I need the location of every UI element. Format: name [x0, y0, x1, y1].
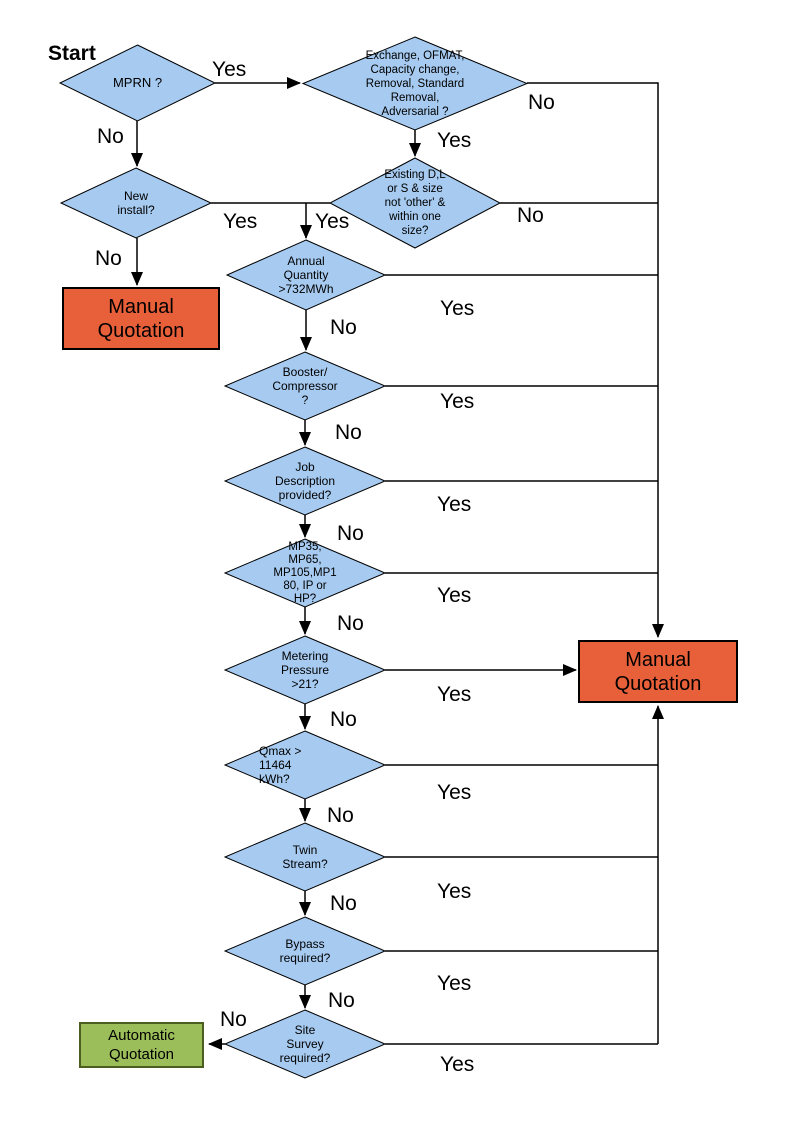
- decision-annual-quantity: [225, 239, 387, 311]
- edge-label-metering-no: No: [330, 708, 357, 731]
- decision-qmax-label: Qmax > 11464 kWh?: [259, 744, 302, 786]
- decision-twin-stream: [223, 822, 387, 892]
- decision-exchange: [301, 36, 529, 131]
- terminal-manual-quotation-left: Manual Quotation: [62, 287, 220, 350]
- decision-bypass-label: Bypass required?: [279, 937, 331, 965]
- decision-existing: [328, 157, 502, 249]
- decision-qmax: [223, 730, 387, 800]
- edge-label-twin-yes: Yes: [437, 880, 472, 903]
- decision-mprn-label: MPRN ?: [112, 75, 163, 90]
- edge-label-mp-no: No: [337, 612, 364, 635]
- edge-label-mprn-yes: Yes: [212, 58, 247, 81]
- edge-label-booster-no: No: [335, 421, 362, 444]
- decision-bypass: [223, 916, 387, 986]
- decision-job-description: [223, 446, 387, 516]
- edge-label-existing-no: No: [517, 204, 544, 227]
- edge-label-mp-yes: Yes: [437, 584, 472, 607]
- edge-label-newinstall-yes: Yes: [223, 210, 258, 233]
- edge-label-job-no: No: [337, 522, 364, 545]
- decision-mprn: [58, 44, 217, 122]
- edge-exchange-no: [527, 82, 664, 638]
- edge-label-metering-yes: Yes: [437, 683, 472, 706]
- decision-site-survey: [223, 1009, 387, 1079]
- edge-label-mprn-no: No: [97, 125, 124, 148]
- edge-label-bypass-no: No: [328, 989, 355, 1012]
- decision-job-description-label: Job Description provided?: [274, 460, 336, 502]
- decision-new-install: [59, 167, 213, 239]
- decision-mp-pressure-tier-label: MP35, MP65, MP105,MP1 80, IP or HP?: [273, 540, 337, 605]
- decision-site-survey-label: Site Survey required?: [279, 1023, 331, 1065]
- edge-label-newinstall-no: No: [95, 247, 122, 270]
- decision-annual-quantity-label: Annual Quantity >732MWh: [278, 254, 334, 296]
- edge-label-qmax-yes: Yes: [437, 781, 472, 804]
- decision-booster-compressor-label: Booster/ Compressor ?: [272, 365, 338, 407]
- edge-label-annual-yes: Yes: [440, 297, 475, 320]
- decision-new-install-label: New install?: [117, 189, 155, 217]
- start-label: Start: [48, 42, 96, 65]
- decision-existing-label: Existing D,L or S & size not 'other' & w…: [384, 169, 446, 237]
- edge-label-sitesurvey-no: No: [220, 1008, 247, 1031]
- decision-twin-stream-label: Twin Stream?: [282, 843, 328, 871]
- edge-label-twin-no: No: [330, 892, 357, 915]
- edge-label-exchange-yes: Yes: [437, 129, 472, 152]
- decision-exchange-label: Exchange, OFMAT, Capacity change, Remova…: [365, 49, 465, 118]
- edge-label-bypass-yes: Yes: [437, 972, 472, 995]
- edge-label-sitesurvey-yes: Yes: [440, 1053, 475, 1076]
- edge-label-annual-no: No: [330, 316, 357, 339]
- terminal-automatic-quotation: Automatic Quotation: [79, 1022, 204, 1068]
- edge-label-qmax-no: No: [327, 804, 354, 827]
- edge-label-existing-yes: Yes: [315, 210, 350, 233]
- edge-label-job-yes: Yes: [437, 493, 472, 516]
- decision-metering-pressure-label: Metering Pressure >21?: [280, 649, 330, 691]
- terminal-manual-quotation-right: Manual Quotation: [578, 640, 738, 703]
- edge-label-booster-yes: Yes: [440, 390, 475, 413]
- decision-mp-pressure-tier: [223, 538, 387, 608]
- edge-label-exchange-no: No: [528, 91, 555, 114]
- decision-metering-pressure: [223, 635, 387, 705]
- decision-booster-compressor: [223, 351, 387, 421]
